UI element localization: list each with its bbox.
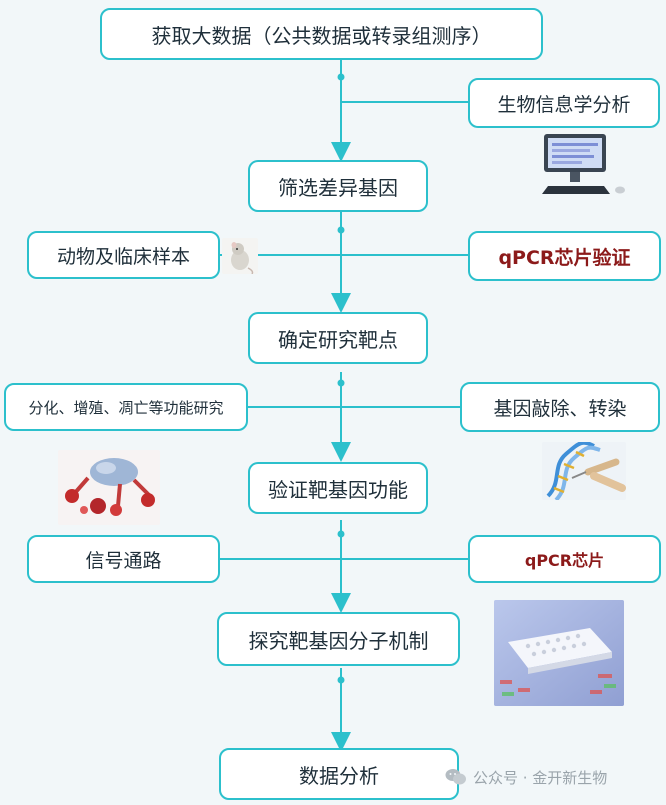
pcr-chip-icon [494, 600, 624, 706]
dna-icon [542, 442, 626, 500]
step-data-analysis: 数据分析 [219, 748, 459, 800]
side-knockout-transfection: 基因敲除、转染 [460, 382, 660, 432]
mouse-icon [222, 238, 258, 274]
step-get-big-data: 获取大数据（公共数据或转录组测序） [100, 8, 543, 60]
molecule-icon [58, 450, 160, 525]
watermark-text: 公众号 · 金开新生物 [473, 768, 608, 787]
side-qpcr-chip-verify: qPCR芯片验证 [468, 231, 661, 281]
side-qpcr-chip: qPCR芯片 [468, 535, 661, 583]
step-screen-genes: 筛选差异基因 [248, 160, 428, 212]
side-signal-pathway: 信号通路 [27, 535, 220, 583]
watermark: 公众号 · 金开新生物 [445, 764, 660, 790]
step-verify-function: 验证靶基因功能 [248, 462, 428, 514]
side-bioinfo-analysis: 生物信息学分析 [468, 78, 660, 128]
computer-icon [542, 134, 625, 194]
step-explore-mechanism: 探究靶基因分子机制 [217, 612, 460, 666]
side-animal-clinical: 动物及临床样本 [27, 231, 220, 279]
side-function-study: 分化、增殖、凋亡等功能研究 [4, 383, 248, 431]
step-determine-target: 确定研究靶点 [248, 312, 428, 364]
wechat-icon [445, 769, 466, 785]
